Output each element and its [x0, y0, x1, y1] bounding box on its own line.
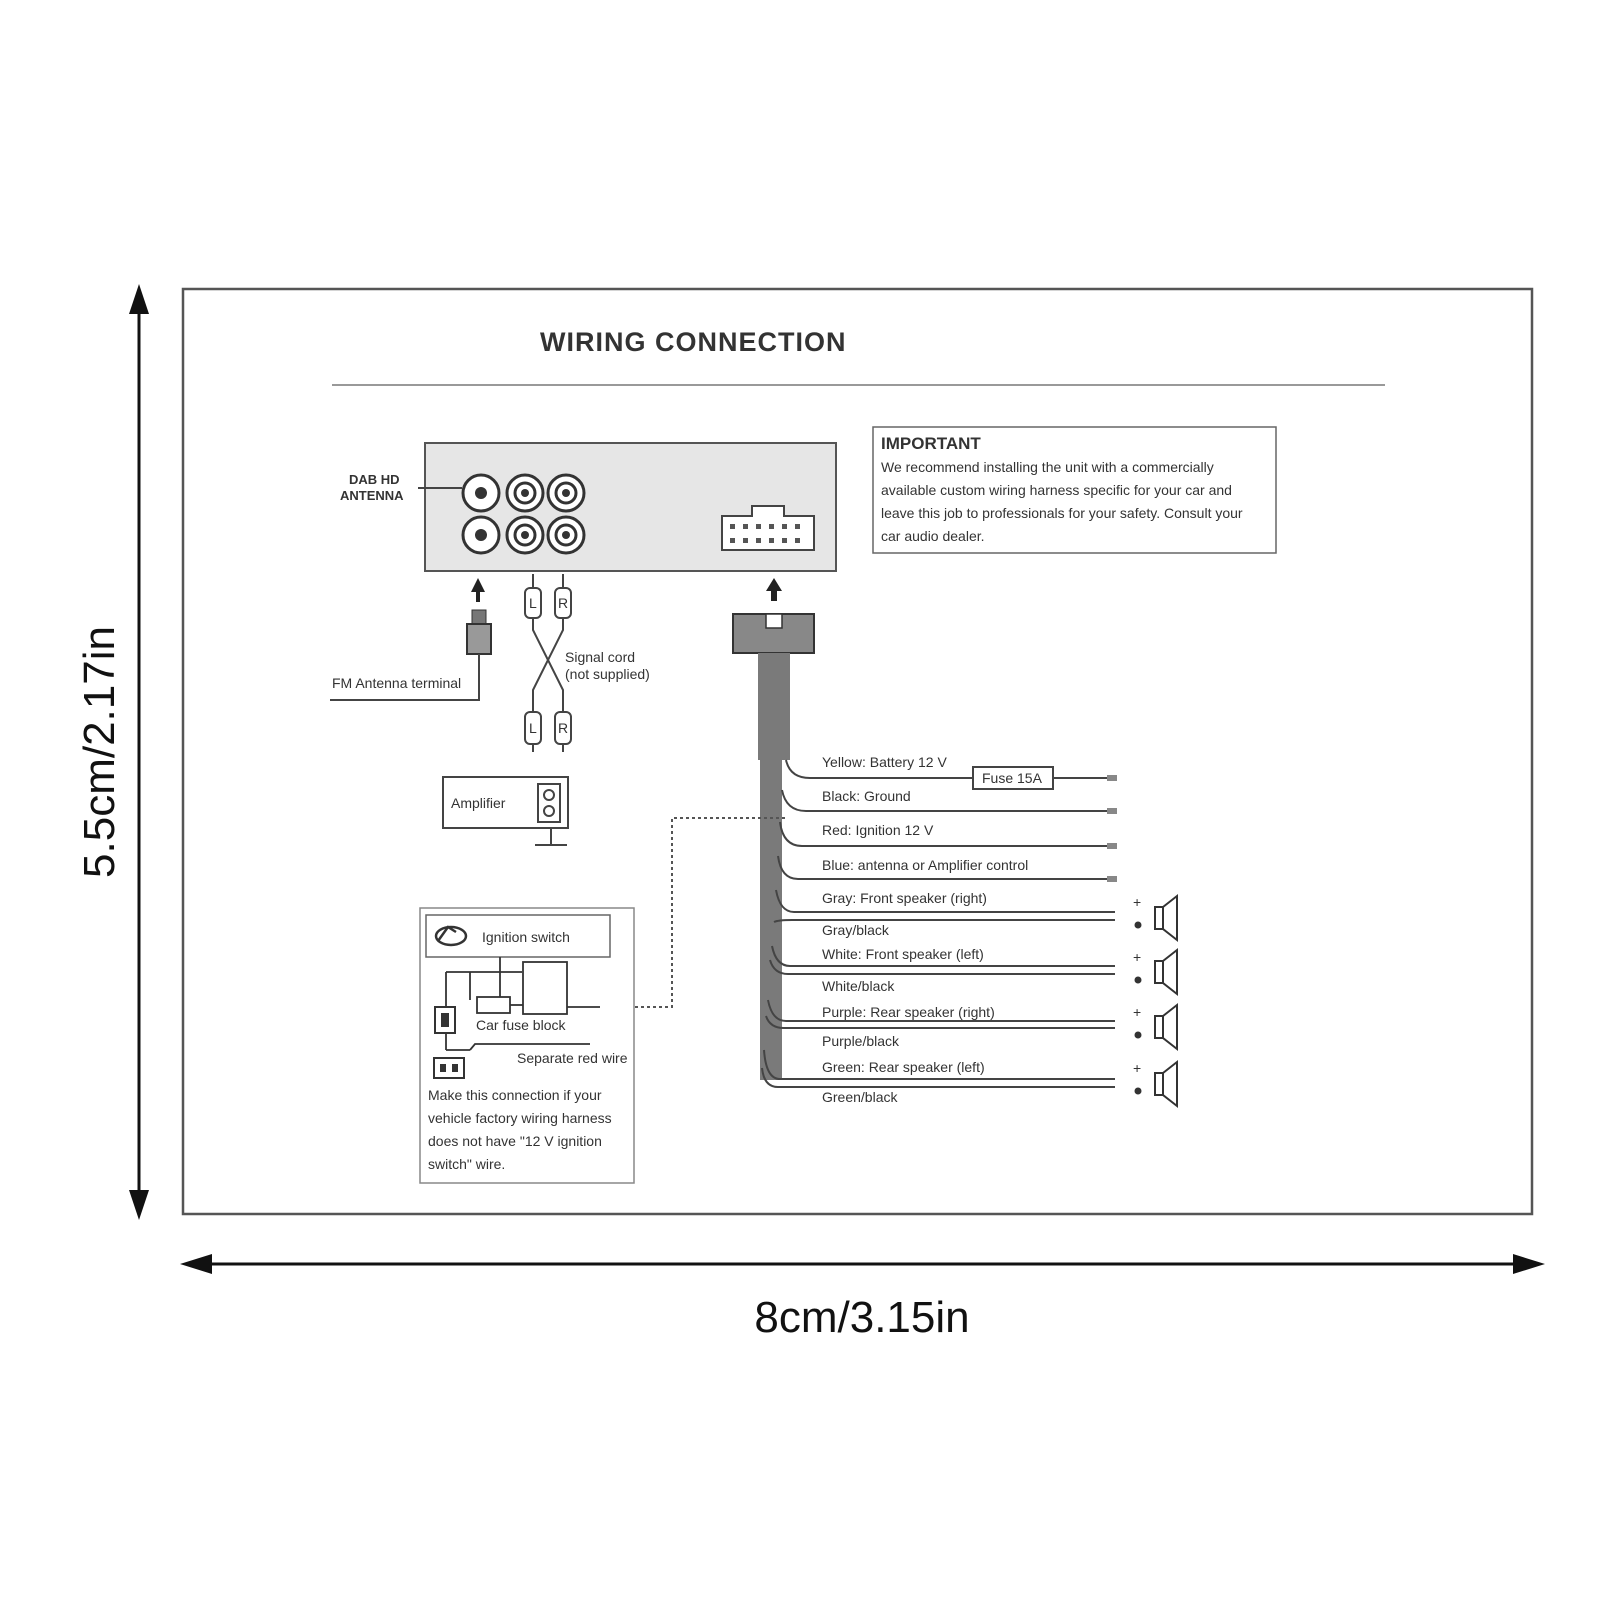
wire-label: Gray: Front speaker (right): [822, 890, 987, 906]
wire-label: Yellow: Battery 12 V: [822, 754, 947, 770]
rca-socket: [546, 473, 586, 513]
height-label: 5.5cm/2.17in: [75, 626, 124, 878]
dab-antenna-label-2: ANTENNA: [340, 488, 404, 503]
amplifier-box: [442, 776, 569, 846]
antenna-socket: [461, 515, 501, 555]
speaker-icon: +: [1133, 1059, 1178, 1109]
svg-text:+: +: [1133, 1060, 1141, 1076]
head-unit-back-panel: [424, 442, 837, 572]
wire-label: Black: Ground: [822, 788, 911, 804]
signal-cord-note: (not supplied): [565, 666, 650, 682]
svg-text:+: +: [1133, 1004, 1141, 1020]
speaker-icon: +: [1133, 1002, 1178, 1052]
wire-terminals: [1107, 775, 1117, 882]
wire-label: White/black: [822, 978, 895, 994]
important-line: leave this job to professionals for your…: [881, 505, 1243, 521]
wire-label: Green: Rear speaker (left): [822, 1059, 985, 1075]
important-line: car audio dealer.: [881, 528, 985, 544]
height-dimension-arrow: [129, 284, 149, 1220]
up-arrow-icon: [766, 578, 782, 601]
wire-label: Purple: Rear speaker (right): [822, 1004, 995, 1020]
ignition-switch-label: Ignition switch: [482, 929, 570, 945]
rca-right-label-2: R: [558, 720, 568, 736]
wiring-harness-plug: [732, 613, 815, 654]
manual-page-frame: [181, 287, 1534, 1216]
dab-antenna-label: DAB HD: [349, 472, 400, 487]
diagram-title: WIRING CONNECTION: [540, 327, 847, 357]
antenna-socket: [461, 473, 501, 513]
wire-label: Purple/black: [822, 1033, 900, 1049]
wire-label: Red: Ignition 12 V: [822, 822, 934, 838]
wire-label: White: Front speaker (left): [822, 946, 984, 962]
speaker-icon: +: [1133, 947, 1178, 997]
svg-text:+: +: [1133, 949, 1141, 965]
ignition-note-line: vehicle factory wiring harness: [428, 1110, 612, 1126]
wire-label: Blue: antenna or Amplifier control: [822, 857, 1028, 873]
width-dimension-arrow: [180, 1254, 1545, 1274]
ignition-note-line: switch" wire.: [428, 1156, 505, 1172]
rca-socket: [505, 473, 545, 513]
wire-label: Gray/black: [822, 922, 890, 938]
wire-branches: [761, 759, 1115, 1088]
fuse-block-icon: [434, 1006, 456, 1034]
rca-left-label-2: L: [529, 720, 537, 736]
ignition-key-icon: [434, 925, 468, 947]
ignition-note-line: Make this connection if your: [428, 1087, 602, 1103]
rca-socket: [546, 515, 586, 555]
svg-text:+: +: [1133, 894, 1141, 910]
rca-left-label: L: [529, 595, 537, 611]
signal-cord-label: Signal cord: [565, 649, 635, 665]
fuse-block-label: Car fuse block: [476, 1017, 566, 1033]
important-note-box: [872, 426, 1277, 554]
rca-signal-cord: [524, 574, 572, 752]
wire-label: Green/black: [822, 1089, 898, 1105]
important-heading: IMPORTANT: [881, 434, 981, 453]
width-label: 8cm/3.15in: [754, 1293, 969, 1342]
rca-socket: [505, 515, 545, 555]
red-wire-label: Separate red wire: [517, 1050, 628, 1066]
fm-antenna-plug: [330, 578, 492, 701]
rca-right-label: R: [558, 595, 568, 611]
amplifier-label: Amplifier: [451, 795, 506, 811]
speaker-icon: +: [1133, 893, 1178, 943]
important-line: We recommend installing the unit with a …: [881, 459, 1214, 475]
ignition-inset: [419, 907, 635, 1184]
ignition-note-line: does not have "12 V ignition: [428, 1133, 602, 1149]
fm-antenna-label: FM Antenna terminal: [332, 675, 461, 691]
fuse-15a: [972, 766, 1054, 790]
fuse-label: Fuse 15A: [982, 770, 1043, 786]
battery-icon: [433, 1057, 465, 1079]
iso-connector-socket: [721, 505, 815, 551]
important-line: available custom wiring harness specific…: [881, 482, 1232, 498]
